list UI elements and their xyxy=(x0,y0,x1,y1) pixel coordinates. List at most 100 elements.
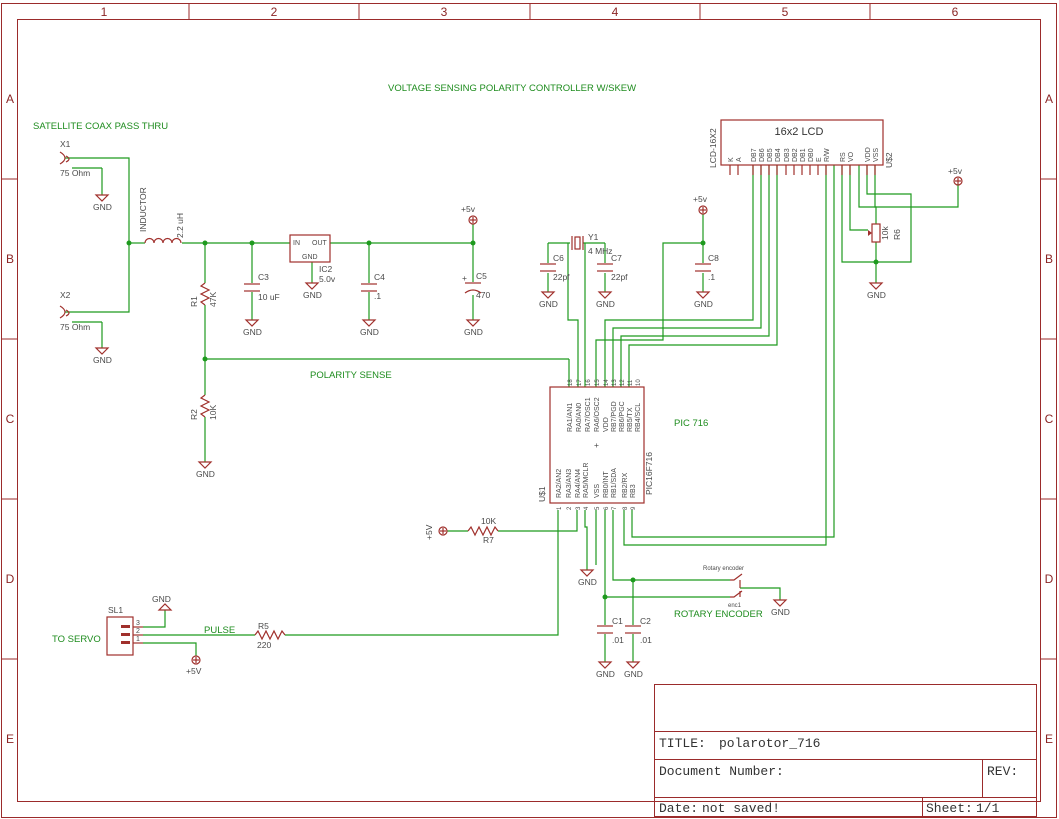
ground-icon: GND xyxy=(771,599,790,617)
lcd-pin-label: VO xyxy=(848,151,855,162)
pic-pin-number: 12 xyxy=(620,379,626,386)
pic-note: PIC 716 xyxy=(674,418,708,429)
x2-name: X2 xyxy=(60,290,71,300)
row-label: E xyxy=(1045,732,1053,746)
capacitor-c4: C4 .1 xyxy=(361,272,385,301)
pic-origin-icon: + xyxy=(594,440,599,450)
ground-icon: GND xyxy=(196,461,215,479)
pic-pin-label: RB5/TX xyxy=(627,407,634,432)
r2-value: 10K xyxy=(208,405,218,420)
c7-name: C7 xyxy=(611,253,622,263)
inductor-l1: INDUCTOR 2.2 uH xyxy=(138,187,185,244)
inductor-name: INDUCTOR xyxy=(138,187,148,232)
capacitor-c6: C6 22pf xyxy=(540,253,570,282)
ic2-pin-in: IN xyxy=(293,240,300,247)
rotary-encoder-label: ROTARY ENCODER xyxy=(674,609,763,620)
lcd-pin-label: VSS xyxy=(873,148,880,162)
date-label: Date: xyxy=(659,801,698,816)
servo-connector-sl1: SL1 3 2 1 xyxy=(106,605,143,656)
wires xyxy=(65,157,959,662)
row-label: C xyxy=(1045,412,1054,426)
r5-value: 220 xyxy=(257,640,271,650)
pic-pin-number: 16 xyxy=(586,379,592,386)
coax-connector-x2: X2 75 Ohm xyxy=(59,290,90,332)
column-label: 3 xyxy=(441,5,448,19)
r1-value: 47K xyxy=(208,292,218,307)
plus5-rail-lcd: +5v xyxy=(948,166,963,186)
pic-pin-label: RB6/PGC xyxy=(619,401,626,432)
c6-value: 22pf xyxy=(553,272,570,282)
capacitor-c7: C7 22pf xyxy=(597,253,628,282)
ground-icon: GND xyxy=(243,319,262,337)
drawing-frame: 1 2 3 4 5 6 A B C D E A B C D E xyxy=(1,3,1057,818)
ground-icon: GND xyxy=(360,319,379,337)
plus5-label: +5v xyxy=(461,204,476,214)
lcd-pin-label: DB5 xyxy=(767,148,774,162)
c2-name: C2 xyxy=(640,616,651,626)
ground-label: GND xyxy=(93,355,112,365)
pic-pin-number: 5 xyxy=(595,506,601,510)
resistor-r2: R2 10K xyxy=(189,394,218,420)
row-label: C xyxy=(6,412,15,426)
ground-label: GND xyxy=(464,327,483,337)
ic2-pin-out: OUT xyxy=(312,240,328,247)
ground-label: GND xyxy=(243,327,262,337)
pic-pin-number: 13 xyxy=(612,379,618,386)
resistor-r1: R1 47K xyxy=(189,282,218,307)
plus5-rail-r7: +5V xyxy=(424,524,448,540)
resistor-r7: 10K R7 xyxy=(467,516,499,545)
junction-dots xyxy=(126,240,879,600)
x2-value: 75 Ohm xyxy=(60,322,90,332)
pic-pin-label: RB2/RX xyxy=(622,472,629,498)
lcd-pin-label: K xyxy=(728,157,735,162)
ground-icon: GND xyxy=(93,194,112,212)
ground-label: GND xyxy=(360,327,379,337)
column-label: 2 xyxy=(271,5,278,19)
c2-value: .01 xyxy=(640,635,652,645)
plus5-label: +5v xyxy=(948,166,963,176)
ground-icon: GND xyxy=(867,282,886,300)
ground-icon: GND xyxy=(596,291,615,309)
c8-value: .1 xyxy=(708,272,715,282)
ground-icon: GND xyxy=(578,569,597,587)
ic2-name: IC2 xyxy=(319,264,333,274)
pic-pin-label: RA6/OSC2 xyxy=(594,397,601,432)
y1-value: 4 MHz xyxy=(588,246,613,256)
pic-pin-label: RB7/PGD xyxy=(611,401,618,432)
c3-name: C3 xyxy=(258,272,269,282)
pic-pin-label: RB1/SDA xyxy=(611,468,618,498)
encoder-sub: enc1 xyxy=(728,603,742,609)
column-label: 5 xyxy=(782,5,789,19)
pic-pin-number: 7 xyxy=(612,506,618,510)
c1-value: .01 xyxy=(612,635,624,645)
ground-label: GND xyxy=(93,202,112,212)
lcd-pin-label: DB6 xyxy=(759,148,766,162)
r5-name: R5 xyxy=(258,621,269,631)
lcd-pin-label: R/W xyxy=(824,148,831,162)
column-label: 4 xyxy=(612,5,619,19)
ground-icon: GND xyxy=(303,282,322,300)
ic2-pin-gnd: GND xyxy=(302,254,318,261)
lcd-pin-label: DB0 xyxy=(808,148,815,162)
pic-pin-label: RA5/MCLR xyxy=(583,463,590,498)
c5-name: C5 xyxy=(476,271,487,281)
pic-pin-number: 15 xyxy=(595,379,601,386)
c6-name: C6 xyxy=(553,253,564,263)
ground-label: GND xyxy=(578,577,597,587)
pic-pin-number: 4 xyxy=(584,506,590,510)
coax-note: SATELLITE COAX PASS THRU xyxy=(33,121,168,132)
ground-icon: GND xyxy=(93,347,112,365)
voltage-regulator-ic2: IN OUT GND IC2 5.0v xyxy=(289,234,336,284)
pic-pin-number: 1 xyxy=(557,506,563,510)
ground-label: GND xyxy=(624,669,643,679)
plus5-rail-c5: +5v xyxy=(461,204,478,225)
c5-value: 470 xyxy=(476,290,490,300)
pic-pin-label: RA4/AN4 xyxy=(575,469,582,498)
ground-label: GND xyxy=(867,290,886,300)
lcd-pin-label: E xyxy=(816,157,823,162)
pulse-label: PULSE xyxy=(204,625,235,636)
